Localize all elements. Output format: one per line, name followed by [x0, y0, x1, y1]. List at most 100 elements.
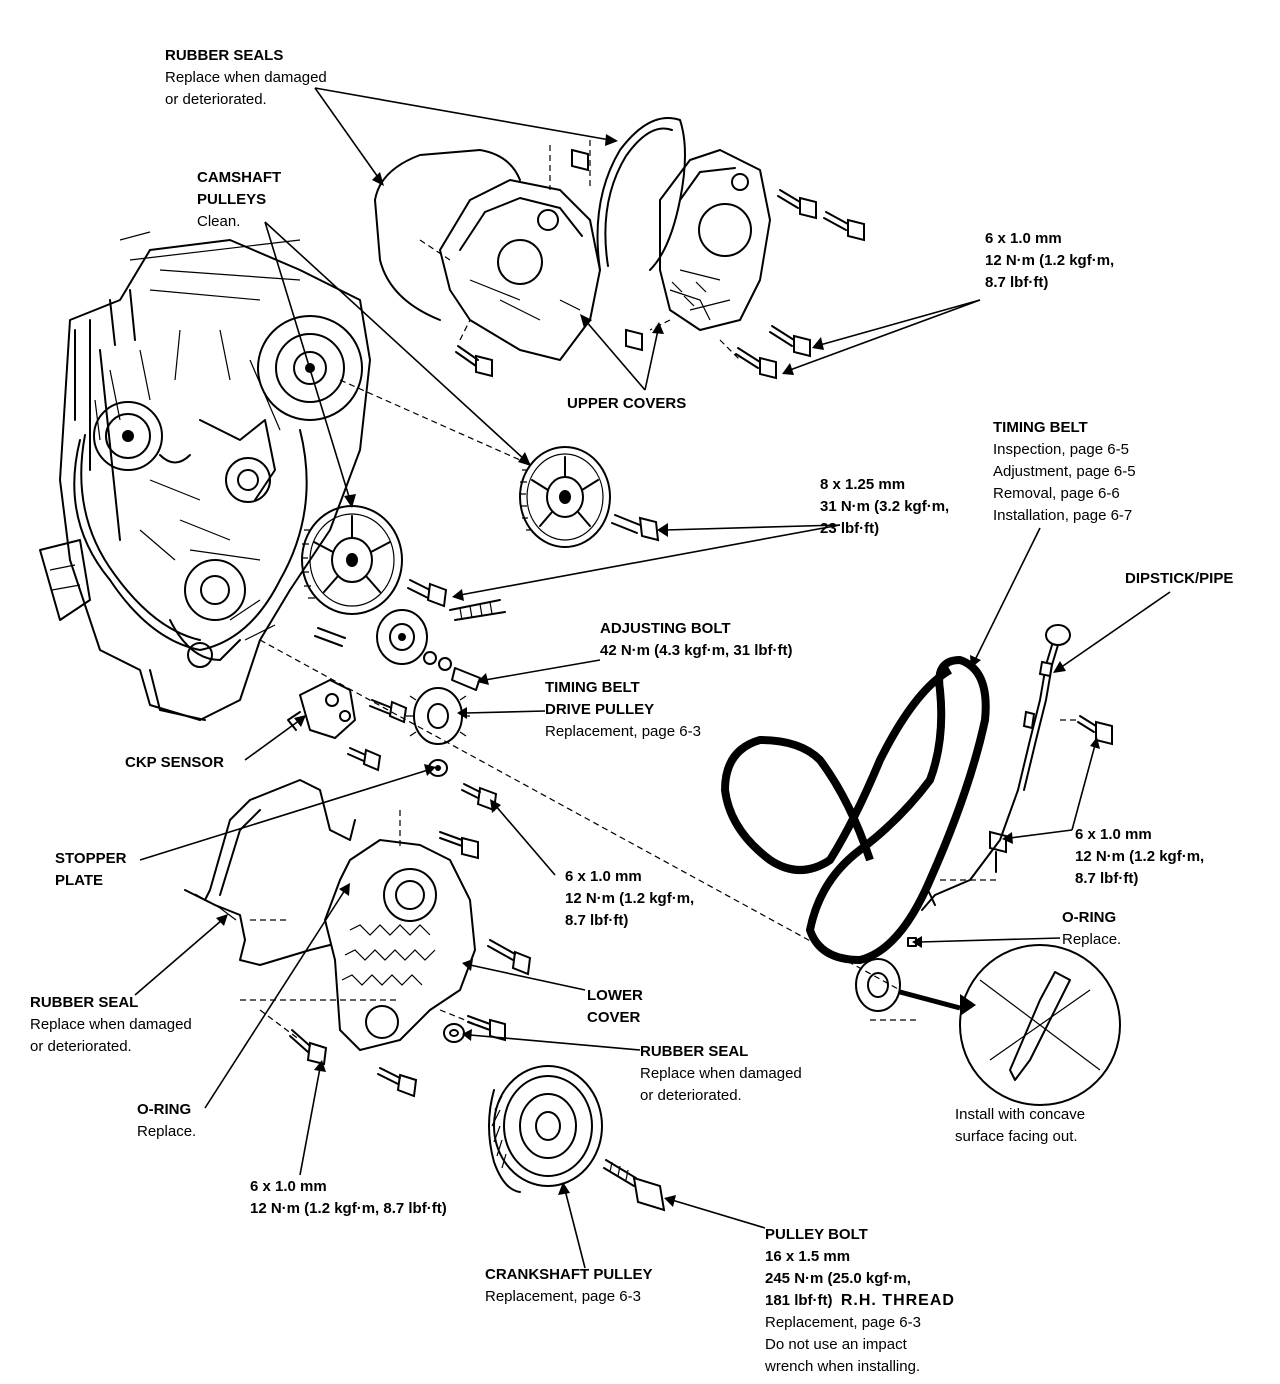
camshaft-pulley-front: [301, 505, 403, 615]
leader-lines: [134, 87, 1171, 1269]
rubber-seal-center-title: RUBBER SEAL: [640, 1043, 749, 1060]
upper-covers: [439, 149, 771, 361]
pulley-bolt-spec-2-row: 181 lbf·ft) R.H. THREAD: [765, 1290, 955, 1312]
lower-cover-label: LOWER COVER: [587, 985, 643, 1029]
adjusting-bolt-spec: 42 N·m (4.3 kgf·m, 31 lbf·ft): [600, 642, 793, 659]
adjusting-bolt-title: ADJUSTING BOLT: [600, 620, 731, 637]
dipstick-pipe-label: DIPSTICK/PIPE: [1125, 568, 1233, 590]
torque-upper-right-line-3: 8.7 lbf·ft): [985, 274, 1049, 291]
rubber-seal-center-line-2: or deteriorated.: [640, 1087, 742, 1104]
stopper-plate-label: STOPPER PLATE: [55, 848, 126, 892]
crankshaft-pulley-note: Replacement, page 6-3: [485, 1288, 641, 1305]
pulley-bolt-line-1: Replacement, page 6-3: [765, 1314, 921, 1331]
drive-pulley: [406, 687, 470, 745]
torque-bottom-label: 6 x 1.0 mm 12 N·m (1.2 kgf·m, 8.7 lbf·ft…: [250, 1176, 447, 1220]
dipstick-pipe: [921, 624, 1071, 911]
timing-belt-line-4: Installation, page 6-7: [993, 507, 1133, 524]
timing-belt-title: TIMING BELT: [993, 419, 1088, 436]
drive-pulley-title-1: TIMING BELT: [545, 679, 640, 696]
drive-pulley-note: Replacement, page 6-3: [545, 723, 701, 740]
torque-dipstick-line-2: 12 N·m (1.2 kgf·m,: [1075, 848, 1205, 865]
torque-cam-bolt-line-1: 8 x 1.25 mm: [820, 476, 906, 493]
camshaft-pulleys-title-1: CAMSHAFT: [197, 169, 282, 186]
torque-bottom-line-2: 12 N·m (1.2 kgf·m, 8.7 lbf·ft): [250, 1200, 447, 1217]
pulley-bolt-line-3: wrench when installing.: [765, 1358, 921, 1375]
timing-belt-line-2: Adjustment, page 6-5: [993, 463, 1136, 480]
torque-cam-bolt-label: 8 x 1.25 mm 31 N·m (3.2 kgf·m, 23 lbf·ft…: [820, 474, 949, 540]
pulley-bolt-size: 16 x 1.5 mm: [765, 1248, 851, 1265]
rubber-seal-center-label: RUBBER SEAL Replace when damaged or dete…: [640, 1041, 802, 1107]
crankshaft-pulley-title: CRANKSHAFT PULLEY: [485, 1266, 653, 1283]
crankshaft-pulley-label: CRANKSHAFT PULLEY Replacement, page 6-3: [485, 1264, 653, 1308]
camshaft-pulley-rear: [519, 446, 611, 548]
lower-rubber-seal: [184, 889, 331, 966]
timing-belt: [721, 656, 990, 964]
bolts: [289, 148, 1113, 1212]
rubber-seal-left-line-2: or deteriorated.: [30, 1038, 132, 1055]
torque-dipstick-line-1: 6 x 1.0 mm: [1075, 826, 1152, 843]
lower-cover-title-1: LOWER: [587, 987, 643, 1004]
torque-lower-mid-label: 6 x 1.0 mm 12 N·m (1.2 kgf·m, 8.7 lbf·ft…: [565, 866, 694, 932]
lower-cover-title-2: COVER: [587, 1009, 641, 1026]
upper-covers-label: UPPER COVERS: [567, 393, 686, 415]
stopper-plate-title-2: PLATE: [55, 872, 104, 889]
pulley-bolt-title: PULLEY BOLT: [765, 1226, 868, 1243]
o-ring-left-title: O-RING: [137, 1101, 192, 1118]
lower-cover: [324, 839, 476, 1051]
timing-belt-label: TIMING BELT Inspection, page 6-5 Adjustm…: [993, 417, 1136, 527]
ckp-sensor: [287, 679, 356, 739]
upper-rubber-seals: [374, 117, 686, 321]
washer-note-line-1: Install with concave: [955, 1106, 1086, 1123]
rubber-seal-left-title: RUBBER SEAL: [30, 994, 139, 1011]
tensioner-assembly: [314, 599, 506, 691]
rubber-seals-label: RUBBER SEALS Replace when damaged or det…: [165, 45, 327, 111]
rubber-seal-left-line-1: Replace when damaged: [30, 1016, 192, 1033]
drive-pulley-label: TIMING BELT DRIVE PULLEY Replacement, pa…: [545, 677, 701, 743]
timing-belt-line-3: Removal, page 6-6: [993, 485, 1120, 502]
washer-note-line-2: surface facing out.: [955, 1128, 1078, 1145]
ckp-sensor-title: CKP SENSOR: [125, 754, 224, 771]
camshaft-pulleys-label: CAMSHAFT PULLEYS Clean.: [197, 167, 281, 233]
torque-cam-bolt-line-2: 31 N·m (3.2 kgf·m,: [820, 498, 950, 515]
torque-bottom-line-1: 6 x 1.0 mm: [250, 1178, 327, 1195]
crankshaft-pulley: [488, 1065, 603, 1193]
pulley-bolt-label: PULLEY BOLT 16 x 1.5 mm 245 N·m (25.0 kg…: [765, 1224, 955, 1378]
o-ring-left-note: Replace.: [137, 1123, 197, 1140]
rubber-seals-line-2: or deteriorated.: [165, 91, 267, 108]
pulley-bolt-thread: R.H. THREAD: [840, 1292, 955, 1309]
pulley-bolt-spec: 245 N·m (25.0 kgf·m,: [765, 1270, 911, 1287]
torque-dipstick-line-3: 8.7 lbf·ft): [1075, 870, 1139, 887]
timing-belt-line-1: Inspection, page 6-5: [993, 441, 1129, 458]
ckp-sensor-label: CKP SENSOR: [125, 752, 224, 774]
torque-upper-right-line-1: 6 x 1.0 mm: [985, 230, 1062, 247]
o-ring-left-label: O-RING Replace.: [137, 1099, 196, 1143]
washer-note-label: Install with concave surface facing out.: [955, 1104, 1085, 1148]
engine-block-illustration: [39, 231, 371, 721]
washer-detail-inset: [899, 944, 1121, 1106]
camshaft-pulleys-note: Clean.: [197, 213, 241, 230]
o-ring-right-note: Replace.: [1062, 931, 1122, 948]
torque-lower-mid-line-3: 8.7 lbf·ft): [565, 912, 629, 929]
torque-dipstick-label: 6 x 1.0 mm 12 N·m (1.2 kgf·m, 8.7 lbf·ft…: [1075, 824, 1204, 890]
torque-lower-mid-line-1: 6 x 1.0 mm: [565, 868, 642, 885]
torque-cam-bolt-line-3: 23 lbf·ft): [820, 520, 880, 537]
torque-upper-right-label: 6 x 1.0 mm 12 N·m (1.2 kgf·m, 8.7 lbf·ft…: [985, 228, 1114, 294]
stopper-plate: [204, 759, 448, 901]
rubber-seals-line-1: Replace when damaged: [165, 69, 327, 86]
torque-lower-mid-line-2: 12 N·m (1.2 kgf·m,: [565, 890, 695, 907]
upper-covers-title: UPPER COVERS: [567, 395, 687, 412]
torque-upper-right-line-2: 12 N·m (1.2 kgf·m,: [985, 252, 1115, 269]
dipstick-pipe-title: DIPSTICK/PIPE: [1125, 570, 1234, 587]
pulley-bolt-line-2: Do not use an impact: [765, 1336, 907, 1353]
camshaft-pulleys-title-2: PULLEYS: [197, 191, 267, 208]
rubber-seal-center-line-1: Replace when damaged: [640, 1065, 802, 1082]
o-ring-right-label: O-RING Replace.: [1062, 907, 1121, 951]
adjusting-bolt-label: ADJUSTING BOLT 42 N·m (4.3 kgf·m, 31 lbf…: [600, 618, 793, 662]
rubber-seals-title: RUBBER SEALS: [165, 47, 284, 64]
drive-pulley-title-2: DRIVE PULLEY: [545, 701, 655, 718]
rubber-seal-left-label: RUBBER SEAL Replace when damaged or dete…: [30, 992, 192, 1058]
o-ring-right-title: O-RING: [1062, 909, 1117, 926]
pulley-bolt-spec-2: 181 lbf·ft): [765, 1292, 833, 1309]
